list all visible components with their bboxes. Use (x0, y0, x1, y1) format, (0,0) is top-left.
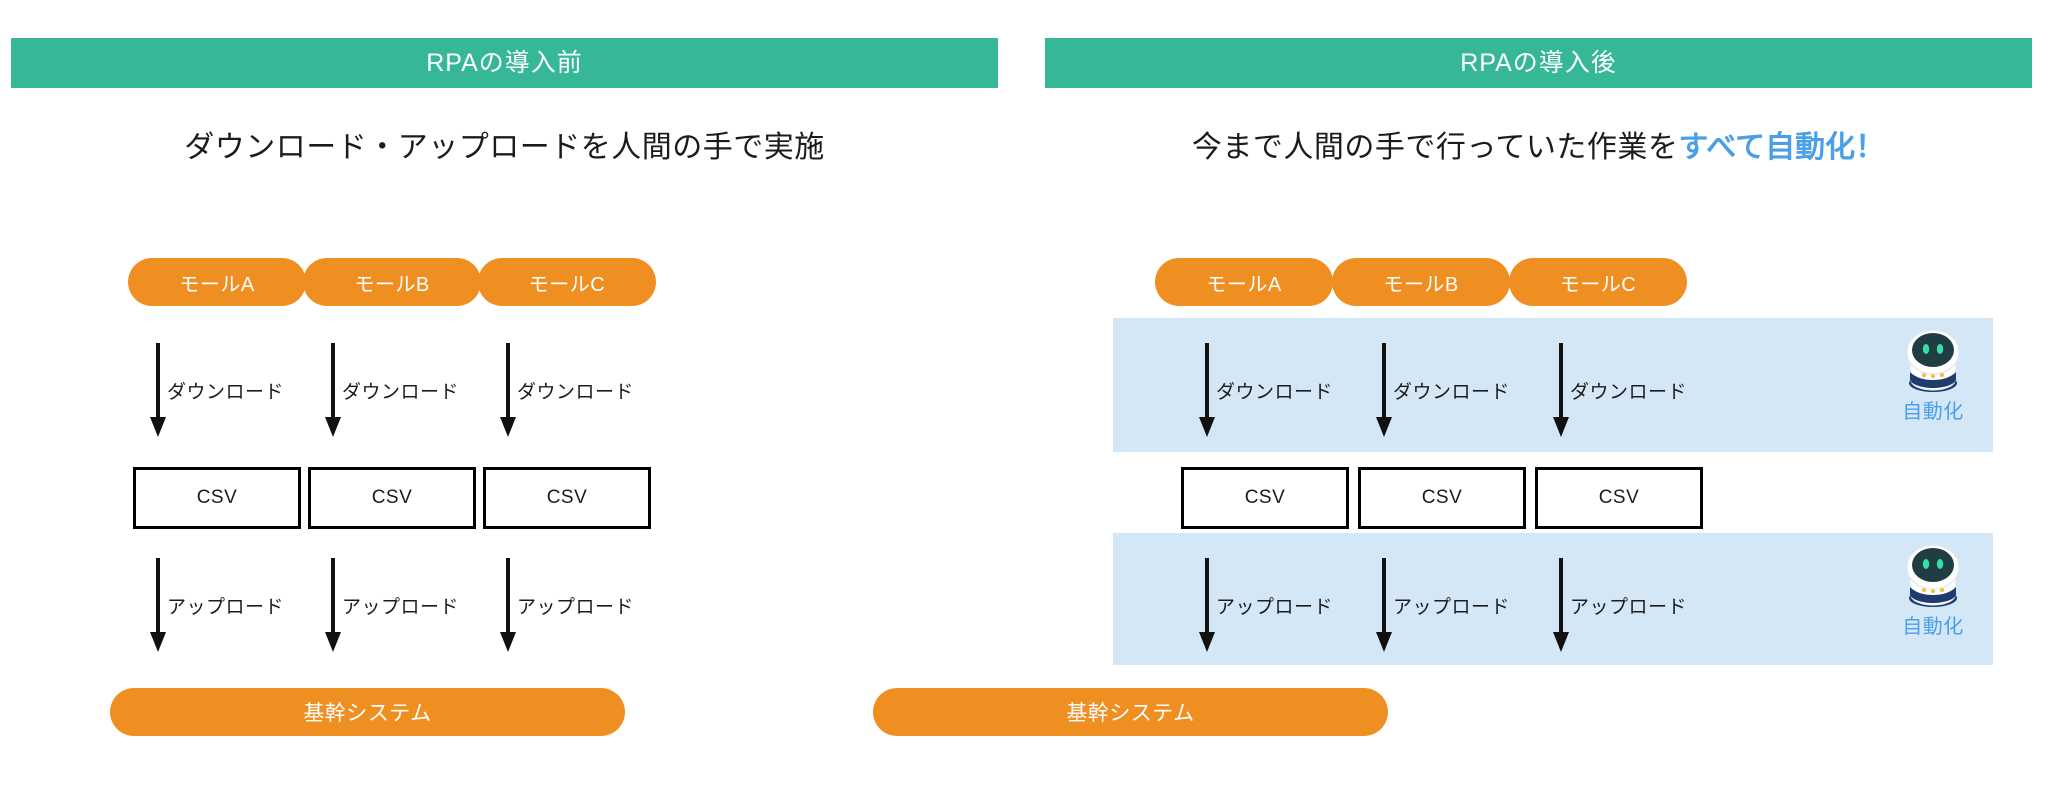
header-bar-before: RPAの導入前 (11, 38, 998, 88)
robot-icon (1878, 328, 1988, 399)
download-label-b-before: ダウンロード (342, 382, 460, 403)
mall-pill-label: モールA (1206, 273, 1282, 296)
csv-box-label: CSV (1421, 487, 1463, 508)
csv-box-b-after: CSV (1358, 467, 1526, 529)
csv-box-label: CSV (196, 487, 238, 508)
download-label-c-before: ダウンロード (517, 382, 635, 403)
csv-box-label: CSV (1244, 487, 1286, 508)
subtitle-before-plain: ダウンロード・アップロードを人間の手で実施 (184, 131, 825, 164)
csv-box-c-after: CSV (1535, 467, 1703, 529)
mall-pill-c-before: モールC (478, 258, 656, 306)
automation-badge-upload: 自動化 (1878, 543, 1988, 638)
csv-box-label: CSV (546, 487, 588, 508)
core-system-label: 基幹システム (303, 702, 432, 725)
automation-badge-label-upload: 自動化 (1902, 616, 1964, 638)
automation-band-upload (1113, 533, 1993, 665)
automation-badge-download: 自動化 (1878, 328, 1988, 423)
upload-label-a-before: アップロード (167, 597, 285, 618)
upload-arrow-b-after (1373, 558, 1395, 654)
csv-box-label: CSV (1598, 487, 1640, 508)
upload-arrow-a-after (1196, 558, 1218, 654)
upload-label-b-before: アップロード (342, 597, 460, 618)
upload-label-c-before: アップロード (517, 597, 635, 618)
csv-box-b-before: CSV (308, 467, 476, 529)
upload-label-a-after: アップロード (1216, 597, 1334, 618)
mall-pill-a-before: モールA (128, 258, 306, 306)
upload-label-c-after: アップロード (1570, 597, 1688, 618)
automation-band-download (1113, 318, 1993, 452)
mall-pill-a-after: モールA (1155, 258, 1333, 306)
download-arrow-a-before (147, 343, 169, 439)
upload-arrow-a-before (147, 558, 169, 654)
csv-box-a-after: CSV (1181, 467, 1349, 529)
subtitle-before: ダウンロード・アップロードを人間の手で実施 (11, 122, 998, 166)
download-label-b-after: ダウンロード (1393, 382, 1511, 403)
download-arrow-b-before (322, 343, 344, 439)
header-bar-after: RPAの導入後 (1045, 38, 2032, 88)
mall-pill-label: モールA (179, 273, 255, 296)
robot-icon (1878, 543, 1988, 614)
header-title-after: RPAの導入後 (1460, 48, 1617, 77)
core-system-bar-before: 基幹システム (110, 688, 625, 736)
mall-pill-b-before: モールB (303, 258, 481, 306)
csv-box-a-before: CSV (133, 467, 301, 529)
download-arrow-a-after (1196, 343, 1218, 439)
download-label-a-before: ダウンロード (167, 382, 285, 403)
panel-before-rpa: RPAの導入前 ダウンロード・アップロードを人間の手で実施 モールA モールB … (11, 38, 998, 736)
csv-box-label: CSV (371, 487, 413, 508)
subtitle-after-plain: 今まで人間の手で行っていた作業を (1191, 131, 1679, 164)
download-label-c-after: ダウンロード (1570, 382, 1688, 403)
download-label-a-after: ダウンロード (1216, 382, 1334, 403)
core-system-label: 基幹システム (1066, 702, 1195, 725)
mall-pill-label: モールB (354, 273, 430, 296)
mall-pill-c-after: モールC (1509, 258, 1687, 306)
automation-badge-label-download: 自動化 (1902, 401, 1964, 423)
upload-arrow-b-before (322, 558, 344, 654)
core-system-bar-after: 基幹システム (873, 688, 1388, 736)
download-arrow-b-after (1373, 343, 1395, 439)
mall-pill-label: モールB (1383, 273, 1459, 296)
subtitle-after-accent: すべて自動化！ (1678, 131, 1886, 164)
download-arrow-c-after (1550, 343, 1572, 439)
download-arrow-c-before (497, 343, 519, 439)
header-title-before: RPAの導入前 (426, 48, 583, 77)
upload-arrow-c-after (1550, 558, 1572, 654)
csv-box-c-before: CSV (483, 467, 651, 529)
mall-pill-b-after: モールB (1332, 258, 1510, 306)
mall-pill-label: モールC (528, 273, 606, 296)
upload-arrow-c-before (497, 558, 519, 654)
subtitle-after: 今まで人間の手で行っていた作業をすべて自動化！ (1045, 122, 2032, 166)
upload-label-b-after: アップロード (1393, 597, 1511, 618)
mall-pill-label: モールC (1559, 273, 1637, 296)
